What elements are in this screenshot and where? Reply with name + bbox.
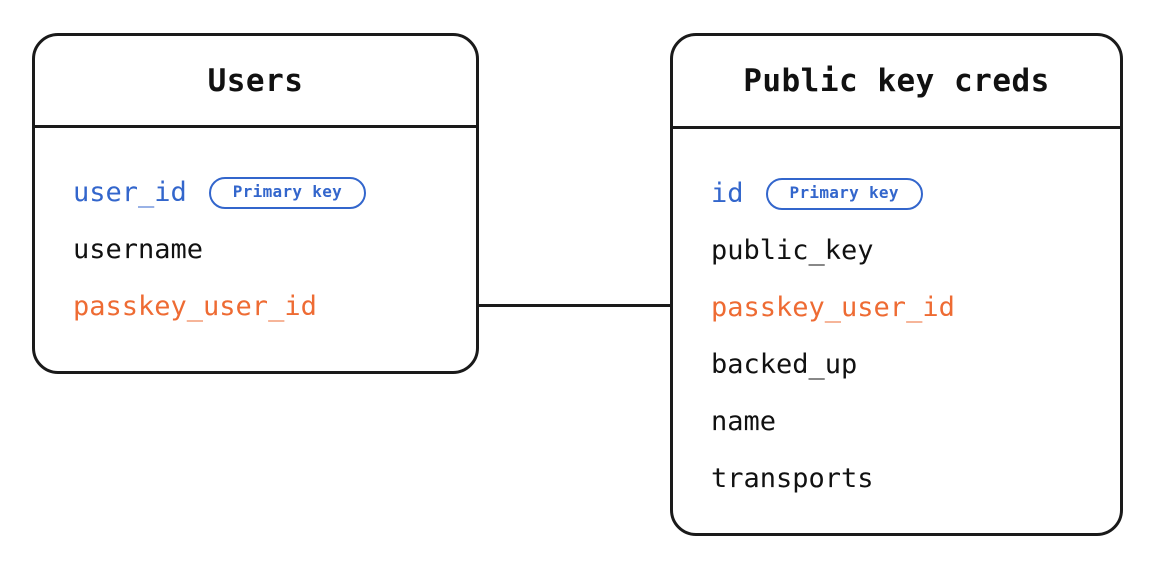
relationship-connector-users-public-key-creds [477, 304, 673, 307]
field-row-passkey-user-id[interactable]: passkey_user_id [673, 279, 1120, 336]
primary-key-badge: Primary key [765, 177, 923, 210]
primary-key-badge-label: Primary key [232, 181, 343, 201]
field-row-username[interactable]: username [35, 221, 476, 278]
field-name-passkey-user-id: passkey_user_id [711, 292, 955, 323]
entity-title-users: Users [207, 62, 304, 99]
field-name-passkey-user-id: passkey_user_id [73, 291, 317, 322]
field-row-passkey-user-id[interactable]: passkey_user_id [35, 278, 476, 335]
field-name-backed-up: backed_up [711, 349, 858, 380]
field-row-public-key[interactable]: public_key [673, 222, 1120, 279]
primary-key-badge: Primary key [208, 176, 367, 209]
field-row-backed-up[interactable]: backed_up [673, 336, 1120, 393]
field-row-id[interactable]: id Primary key [673, 165, 1120, 222]
field-row-name[interactable]: name [673, 393, 1120, 450]
field-row-transports[interactable]: transports [673, 450, 1120, 507]
field-name-username: username [73, 234, 204, 265]
field-row-user-id[interactable]: user_id Primary key [35, 164, 476, 221]
entity-header-users: Users [35, 36, 476, 128]
entity-title-public-key-creds: Public key creds [743, 63, 1050, 99]
field-name-transports: transports [711, 463, 874, 494]
field-name-name: name [711, 406, 777, 437]
entity-field-list-users: user_id Primary key username passkey_use… [35, 128, 476, 335]
field-name-user-id: user_id [73, 177, 187, 208]
field-name-id: id [711, 178, 744, 209]
entity-header-public-key-creds: Public key creds [673, 36, 1120, 129]
entity-box-users[interactable]: Users user_id Primary key username passk… [32, 33, 479, 374]
entity-box-public-key-creds[interactable]: Public key creds id Primary key public_k… [670, 33, 1123, 536]
entity-field-list-public-key-creds: id Primary key public_key passkey_user_i… [673, 129, 1120, 507]
field-name-public-key: public_key [711, 235, 874, 266]
primary-key-badge-label: Primary key [789, 182, 899, 202]
